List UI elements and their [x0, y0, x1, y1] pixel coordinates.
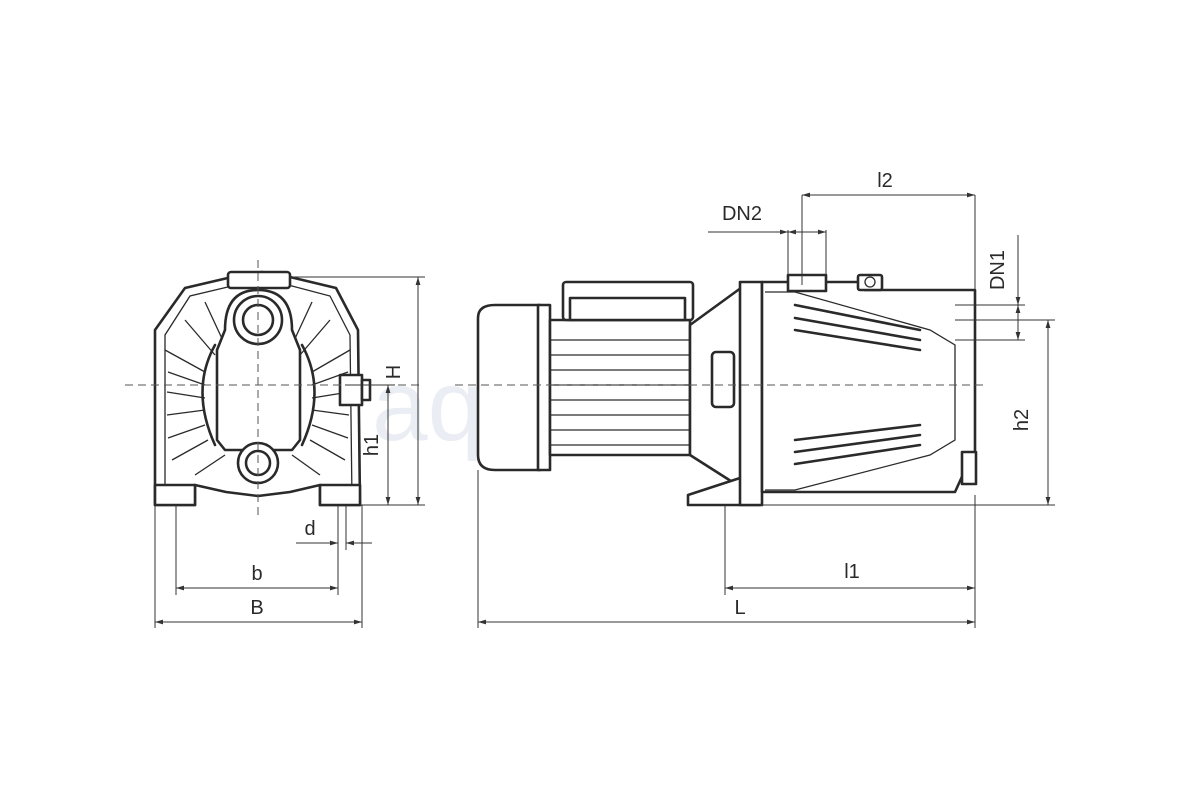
- side-view: [455, 273, 985, 507]
- dim-label-l1: l1: [844, 561, 860, 583]
- dim-label-l2: l2: [877, 170, 893, 192]
- dim-label-d: d: [304, 518, 315, 540]
- dim-label-b: b: [251, 563, 262, 585]
- motor-body: [548, 318, 692, 457]
- front-dimensions: H h1 d b B: [154, 276, 425, 628]
- dim-label-DN2: DN2: [722, 203, 762, 225]
- pump-flange: [738, 280, 764, 507]
- dim-label-DN1: DN1: [987, 250, 1009, 290]
- dim-label-L: L: [734, 597, 745, 619]
- dim-label-h2: h2: [1011, 409, 1033, 431]
- dim-label-B: B: [250, 597, 263, 619]
- side-dimensions: l2 DN2 DN1 h2 l1 L: [477, 170, 1055, 628]
- motor-end-cap: [476, 303, 542, 472]
- pump-housing: [760, 280, 977, 494]
- dim-label-H: H: [383, 365, 405, 379]
- dim-label-h1: h1: [361, 434, 383, 456]
